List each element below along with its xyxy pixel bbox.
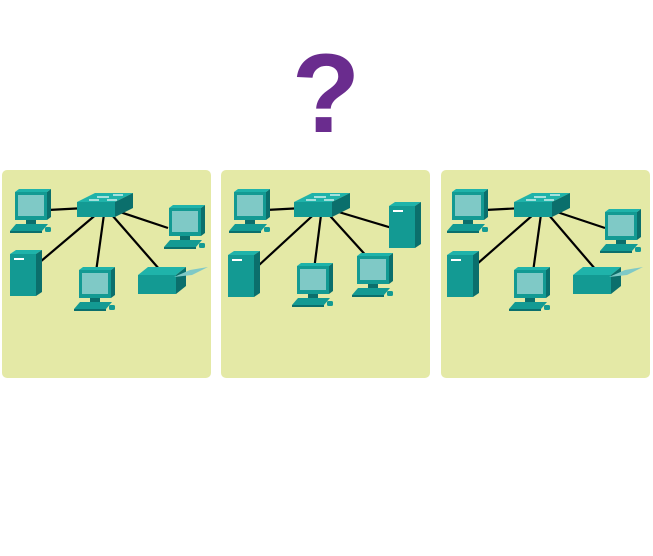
- desktop-pc-icon: [229, 189, 270, 233]
- link-switch-pc-bottom: [94, 206, 107, 273]
- desktop-pc-icon: [447, 189, 488, 233]
- link-switch-printer: [104, 206, 161, 271]
- link-switch-pc-bottom: [531, 206, 544, 273]
- server-icon: [10, 250, 42, 296]
- network-1: [10, 189, 208, 311]
- server-icon: [228, 251, 260, 297]
- server-icon: [389, 202, 421, 248]
- link-switch-pc-bottom: [312, 206, 324, 271]
- desktop-pc-icon: [10, 189, 51, 233]
- desktop-pc-icon: [292, 263, 333, 307]
- desktop-pc-icon: [509, 267, 550, 311]
- desktop-pc-icon: [352, 253, 393, 297]
- network-2: [228, 189, 421, 307]
- desktop-pc-icon: [600, 209, 641, 253]
- desktop-pc-icon: [164, 205, 205, 249]
- desktop-pc-icon: [74, 267, 115, 311]
- link-switch-printer: [541, 206, 597, 271]
- server-icon: [447, 251, 479, 297]
- question-mark: ?: [292, 31, 360, 156]
- network-3: [447, 189, 643, 311]
